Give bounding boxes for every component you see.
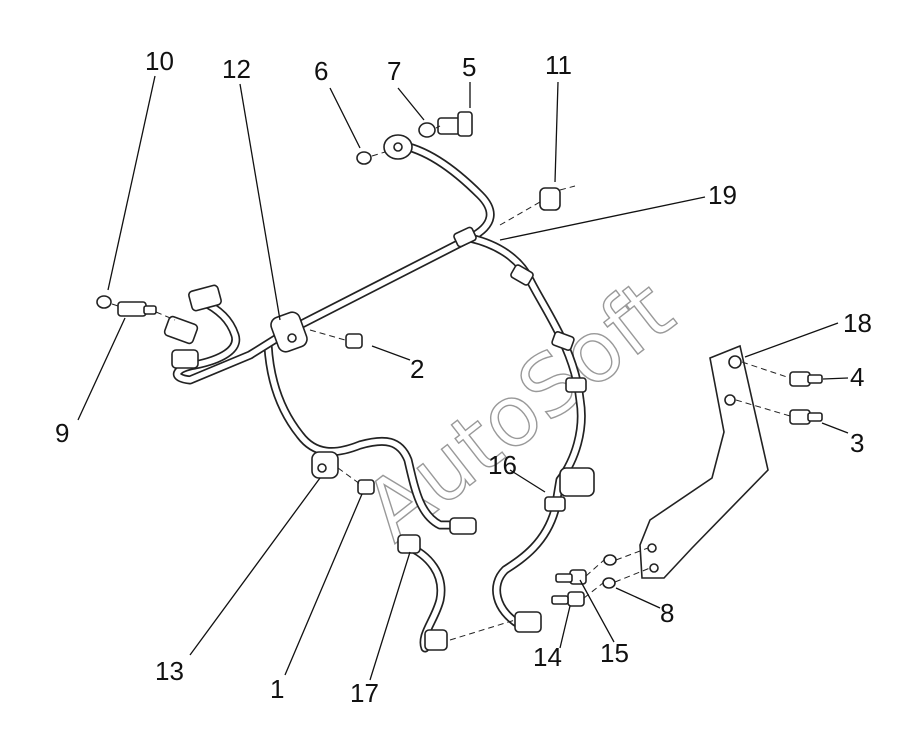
callout-8: 8 (660, 598, 674, 628)
callout-4: 4 (850, 362, 864, 392)
pipe-end-right (449, 517, 477, 535)
banjo-bolt-5 (437, 111, 473, 137)
callouts: 10 12 6 7 5 11 19 18 4 3 2 9 16 8 15 14 … (55, 46, 872, 708)
connector-middle (163, 315, 199, 345)
washer-8-upper (603, 554, 617, 566)
callout-7: 7 (387, 56, 401, 86)
pipe-end-lower-right (514, 611, 542, 633)
callout-13: 13 (155, 656, 184, 686)
callout-9: 9 (55, 418, 69, 448)
callout-11: 11 (545, 50, 572, 80)
callout-19: 19 (708, 180, 737, 210)
washer-10 (96, 295, 112, 309)
clip-11 (539, 187, 561, 211)
callout-10: 10 (145, 46, 174, 76)
nut-2 (345, 333, 363, 349)
callout-15: 15 (600, 638, 629, 668)
sensor-9 (117, 301, 157, 317)
bolt-4 (789, 371, 823, 387)
washer-8-lower (602, 577, 616, 589)
bolt-15 (555, 569, 587, 585)
bolt-3 (789, 409, 823, 425)
callout-17: 17 (350, 678, 379, 708)
leader-lines (77, 75, 849, 681)
watermark: AutoSoft (346, 261, 691, 560)
clamp-16 (559, 467, 595, 497)
callout-5: 5 (462, 52, 476, 82)
pipe-end-lower-left (424, 629, 448, 651)
loose-parts (96, 111, 823, 641)
washer-6 (356, 151, 372, 165)
washer-7 (418, 122, 436, 138)
callout-12: 12 (222, 54, 251, 84)
callout-16: 16 (488, 450, 517, 480)
nut-1 (357, 479, 375, 495)
connector-lower (171, 349, 199, 369)
callout-2: 2 (410, 354, 424, 384)
callout-6: 6 (314, 56, 328, 86)
callout-14: 14 (533, 642, 562, 672)
clamp-plate-12 (270, 311, 308, 353)
bracket-18 (639, 344, 769, 579)
callout-18: 18 (843, 308, 872, 338)
connector-upper (188, 284, 222, 312)
pipe-end-17 (397, 534, 421, 554)
sleeve-19 (453, 226, 477, 248)
callout-3: 3 (850, 428, 864, 458)
bolt-14 (551, 591, 585, 607)
pipe-assembly (163, 134, 595, 653)
callout-1: 1 (270, 674, 284, 704)
